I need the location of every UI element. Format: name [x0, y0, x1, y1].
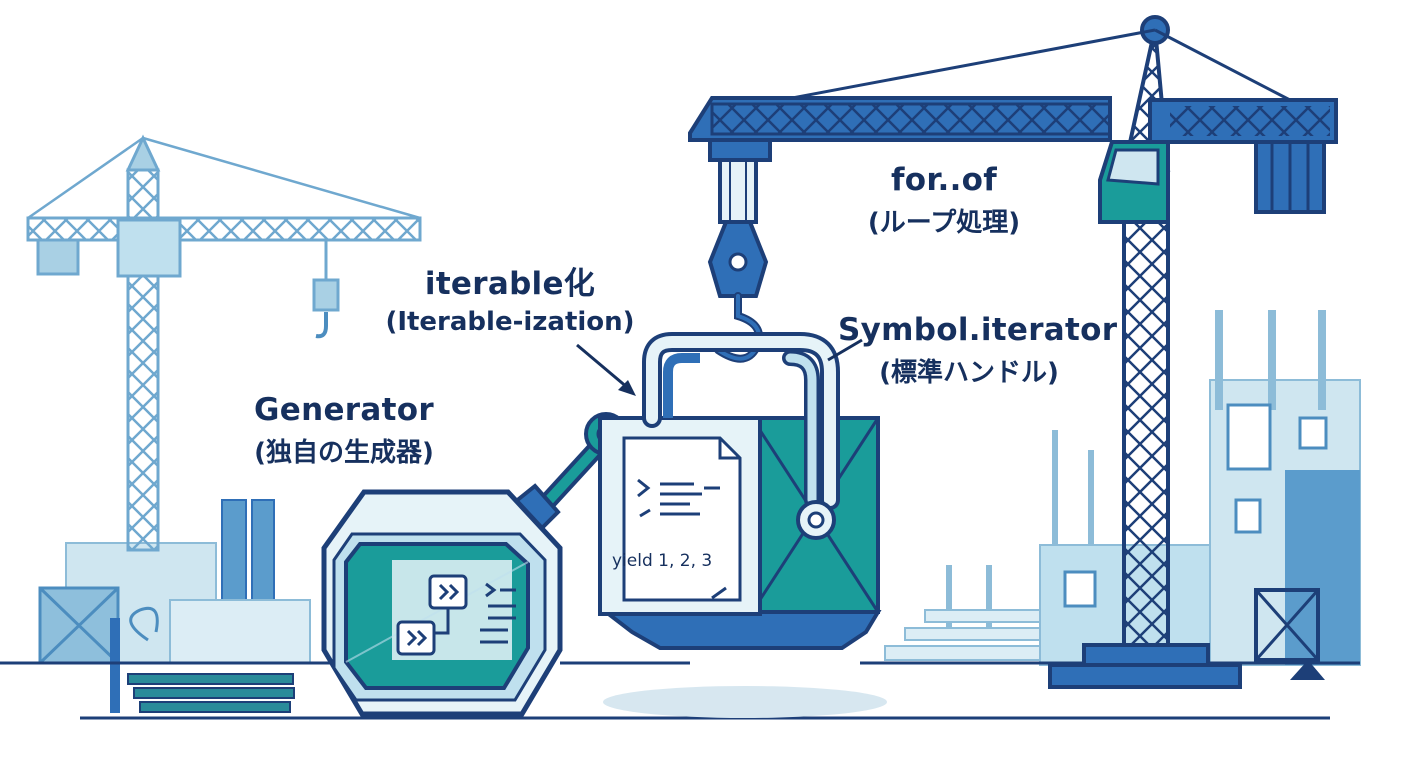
iterable-label: iterable化 (Iterable-ization) [378, 258, 642, 337]
forof-subtitle: (ループ処理) [828, 202, 1060, 239]
iterable-title: iterable化 [378, 258, 642, 303]
forof-title: for..of [828, 162, 1060, 198]
generator-label: Generator (独自の生成器) [228, 392, 460, 469]
iterable-subtitle: (Iterable-ization) [378, 307, 642, 337]
generator-title: Generator [228, 392, 460, 428]
symbol-iterator-subtitle: (標準ハンドル) [838, 352, 1100, 389]
crate-icon: yield 1, 2, 3 [600, 342, 878, 648]
symbol-iterator-label: Symbol.iterator (標準ハンドル) [838, 312, 1100, 389]
generator-subtitle: (独自の生成器) [228, 432, 460, 469]
forof-label: for..of (ループ処理) [828, 162, 1060, 239]
symbol-iterator-title: Symbol.iterator [838, 312, 1100, 348]
crate-code-text: yield 1, 2, 3 [612, 551, 712, 571]
document-icon: yield 1, 2, 3 [612, 438, 740, 600]
background-crane-icon [28, 138, 420, 550]
